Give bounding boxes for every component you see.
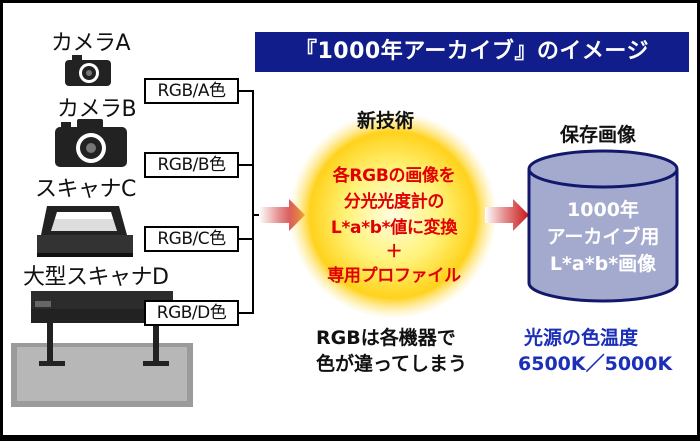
light-note-line: 6500K／5000K: [518, 353, 673, 375]
connector-lines: [239, 90, 261, 314]
device-name-scanner-c: スキャナC: [35, 177, 136, 202]
center-line: ＋: [385, 242, 403, 262]
rgb-label-c: RGB/C色: [144, 226, 239, 252]
center-line: 各RGBの画像を: [332, 166, 456, 186]
center-line: L*a*b*値に変換: [330, 218, 458, 238]
light-source-note: 光源の色温度 6500K／5000K: [518, 325, 672, 377]
storage-cylinder-icon: [527, 149, 679, 303]
rgb-label-b: RGB/B色: [144, 152, 239, 178]
camera-b-icon: [55, 119, 127, 167]
arrow-to-storage: [485, 199, 529, 231]
light-note-line: 光源の色温度: [524, 327, 639, 349]
storage-line: アーカイブ用: [546, 226, 660, 248]
scanner-c-icon: [37, 206, 133, 257]
rgb-note-line: RGBは各機器で: [316, 327, 456, 349]
diagram-graphics: [11, 55, 679, 407]
storage-line: 1000年: [567, 199, 639, 221]
center-process-text: 各RGBの画像を 分光光度計の L*a*b*値に変換 ＋ 専用プロファイル: [291, 163, 497, 289]
rgb-note: RGBは各機器で 色が違ってしまう: [316, 325, 467, 377]
rgb-label-d: RGB/D色: [144, 300, 239, 326]
center-heading: 新技術: [357, 110, 415, 132]
storage-heading: 保存画像: [560, 124, 637, 146]
device-name-camera-b: カメラB: [57, 97, 137, 122]
rgb-label-a: RGB/A色: [144, 78, 239, 104]
large-scanner-d-icon: [11, 291, 193, 407]
storage-line: L*a*b*画像: [549, 253, 657, 275]
center-line: 分光光度計の: [343, 192, 445, 212]
page-title: 『1000年アーカイブ』のイメージ: [255, 32, 689, 72]
center-glow: [289, 111, 497, 319]
rgb-note-line: 色が違ってしまう: [316, 353, 468, 375]
center-line: 専用プロファイル: [327, 266, 461, 286]
camera-a-icon: [65, 55, 111, 86]
device-name-camera-a: カメラA: [51, 31, 131, 56]
storage-text: 1000年 アーカイブ用 L*a*b*画像: [523, 197, 683, 278]
device-name-large-scanner-d: 大型スキャナD: [23, 265, 169, 290]
